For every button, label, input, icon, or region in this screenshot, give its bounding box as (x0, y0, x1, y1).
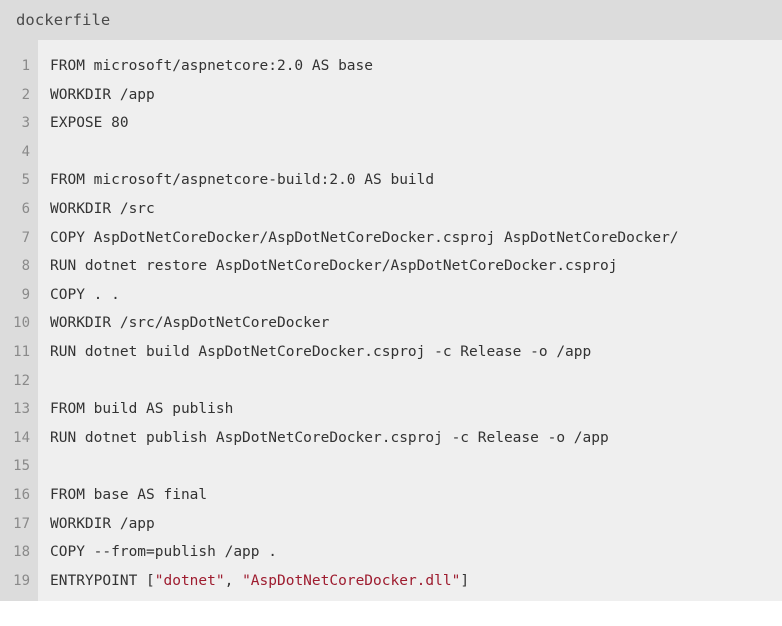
line-number: 9 (21, 286, 30, 303)
line-number: 2 (21, 86, 30, 103)
code-line[interactable]: EXPOSE 80 (50, 115, 129, 132)
line-number: 18 (13, 544, 30, 561)
code-line[interactable] (50, 367, 782, 396)
code-line[interactable]: FROM build AS publish (50, 401, 234, 418)
code-token: , (224, 572, 243, 589)
code-token: ] (460, 572, 470, 589)
line-number: 10 (13, 315, 30, 332)
code-line[interactable]: COPY AspDotNetCoreDocker/AspDotNetCoreDo… (50, 229, 679, 246)
code-block-header: dockerfile (0, 0, 782, 40)
string-token: "dotnet" (154, 572, 225, 589)
code-line[interactable]: FROM microsoft/aspnetcore-build:2.0 AS b… (50, 172, 435, 189)
line-number: 14 (13, 429, 30, 446)
line-number: 19 (13, 572, 30, 589)
line-number: 13 (13, 401, 30, 418)
line-number: 4 (21, 143, 30, 160)
line-number: 12 (13, 372, 30, 389)
line-number: 5 (21, 172, 30, 189)
code-line[interactable]: COPY . . (50, 286, 120, 303)
code-block-title: dockerfile (16, 11, 111, 29)
code-line[interactable] (50, 138, 782, 167)
line-number: 15 (13, 458, 30, 475)
code-line[interactable]: RUN dotnet publish AspDotNetCoreDocker.c… (50, 429, 609, 446)
code-line[interactable]: RUN dotnet restore AspDotNetCoreDocker/A… (50, 258, 618, 275)
line-number: 6 (21, 200, 30, 217)
code-line[interactable] (50, 452, 782, 481)
line-number: 8 (21, 258, 30, 275)
line-number: 17 (13, 515, 30, 532)
line-number: 16 (13, 486, 30, 503)
code-line[interactable]: WORKDIR /app (50, 515, 155, 532)
line-number: 7 (21, 229, 30, 246)
code-line[interactable]: ENTRYPOINT ["dotnet", "AspDotNetCoreDock… (50, 567, 782, 589)
line-number: 11 (13, 343, 30, 360)
code-line[interactable]: WORKDIR /src (50, 200, 155, 217)
code-line[interactable]: COPY --from=publish /app . (50, 544, 277, 561)
code-line[interactable]: WORKDIR /src/AspDotNetCoreDocker (50, 315, 330, 332)
string-token: "AspDotNetCoreDocker.dll" (242, 572, 461, 589)
code-line[interactable]: FROM base AS final (50, 486, 208, 503)
code-block-footer (0, 601, 782, 626)
code-line[interactable]: WORKDIR /app (50, 86, 155, 103)
line-number: 3 (21, 115, 30, 132)
code-line[interactable]: RUN dotnet build AspDotNetCoreDocker.csp… (50, 343, 592, 360)
code-token: ENTRYPOINT [ (50, 572, 155, 589)
line-number: 1 (21, 58, 30, 74)
code-line[interactable]: FROM microsoft/aspnetcore:2.0 AS base (50, 58, 374, 74)
